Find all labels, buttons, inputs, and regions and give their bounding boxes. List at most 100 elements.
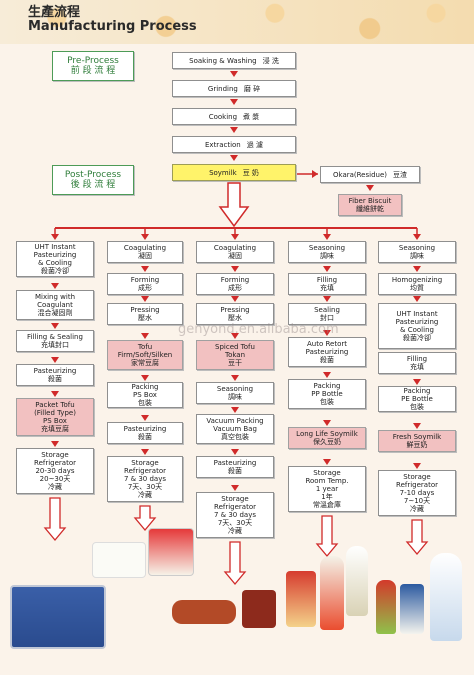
okara-box: Okara(Residue)豆渣 <box>320 166 420 183</box>
main-step: Grinding 磨 碎 <box>172 80 296 97</box>
page-title: 生產流程 Manufacturing Process <box>28 6 197 34</box>
main-step-en: Soymilk <box>209 168 237 177</box>
step-line: 7~10天 <box>403 497 431 505</box>
step-line: Storage <box>41 451 69 459</box>
step-line: 真空包裝 <box>221 433 249 441</box>
step-line: 充填 <box>410 363 424 371</box>
main-step-en: Soaking & Washing <box>189 56 257 65</box>
step-line: Coagulant <box>37 301 73 309</box>
step-line: 均質 <box>410 284 424 292</box>
small-juice-bottle-image <box>376 580 396 634</box>
step-arrow <box>231 266 239 272</box>
step-line: 壓水 <box>138 314 152 322</box>
step-arrow <box>323 296 331 302</box>
step-line: Refrigerator <box>396 481 438 489</box>
step-line: 凝固 <box>228 252 242 260</box>
spiced-tofu-image <box>172 600 236 624</box>
okara-arrow <box>312 170 318 178</box>
step-line: 殺菌 <box>48 375 62 383</box>
step-line: Storage <box>131 459 159 467</box>
step-arrow <box>231 296 239 302</box>
step-line: PE Bottle <box>401 395 433 403</box>
step-arrow <box>413 379 421 385</box>
step-line: Room Temp. <box>305 477 349 485</box>
column-arrow <box>51 234 59 240</box>
step-line: 保久豆奶 <box>313 438 341 446</box>
step-line: 20~30天 <box>39 475 71 483</box>
step-arrow <box>141 449 149 455</box>
step-line: Firm/Soft/Silken <box>117 351 173 359</box>
step-line: 常溫倉庫 <box>313 501 341 509</box>
step-line: Fresh Soymilk <box>392 433 442 441</box>
step-line: 成形 <box>228 284 242 292</box>
step-line: Seasoning <box>398 244 436 252</box>
main-step-zh: 豆 奶 <box>242 168 259 177</box>
main-flow-arrow <box>230 99 238 105</box>
step-line: 1 year <box>315 485 339 493</box>
main-step-en: Grinding <box>207 84 238 93</box>
tokan-package-image <box>242 590 276 628</box>
step-arrow <box>323 372 331 378</box>
step-line: 調味 <box>410 252 424 260</box>
step-line: Coagulating <box>123 244 167 252</box>
step-line: Packet Tofu <box>35 401 75 409</box>
step-line: Refrigerator <box>214 503 256 511</box>
step-line: Seasoning <box>216 385 254 393</box>
step-line: 7 & 30 days <box>213 511 257 519</box>
main-step-zh: 磨 碎 <box>243 84 261 93</box>
step-line: Long Life Soymilk <box>296 430 358 438</box>
step-line: Auto Retort <box>307 340 347 348</box>
step-line: Pressing <box>220 306 250 314</box>
step-line: Packing <box>131 383 159 391</box>
step-line: Pasteurizing <box>123 425 167 433</box>
step-line: Packing <box>403 387 431 395</box>
step-line: Storage <box>221 495 249 503</box>
tofu-package-image <box>10 585 106 649</box>
step-arrow <box>141 375 149 381</box>
step-line: 冷藏 <box>228 527 242 535</box>
product-arrow <box>133 505 157 532</box>
step-line: 調味 <box>228 393 242 401</box>
step-arrow <box>231 407 239 413</box>
step-line: 7天、30天 <box>127 483 163 491</box>
main-flow-arrow <box>230 127 238 133</box>
step-line: Forming <box>130 276 160 284</box>
title-en: Manufacturing Process <box>28 19 197 34</box>
step-line: 鮮豆奶 <box>406 441 428 449</box>
step-line: Seasoning <box>308 244 346 252</box>
step-line: 殺菌冷卻 <box>41 267 69 275</box>
step-line: UHT Instant <box>34 243 76 251</box>
step-line: 殺菌冷卻 <box>403 334 431 342</box>
step-line: 7 & 30 days <box>123 475 167 483</box>
step-line: Mixing with <box>34 293 76 301</box>
product-arrow <box>315 515 339 558</box>
step-line: Sealing <box>314 306 340 314</box>
step-line: Filling & Sealing <box>27 333 83 341</box>
step-line: 凝固 <box>138 252 152 260</box>
step-arrow <box>231 485 239 491</box>
main-step-en: Extraction <box>205 140 241 149</box>
step-line: Filling <box>316 276 338 284</box>
soymilk-bottle-image <box>320 556 344 630</box>
step-line: Coagulating <box>213 244 257 252</box>
